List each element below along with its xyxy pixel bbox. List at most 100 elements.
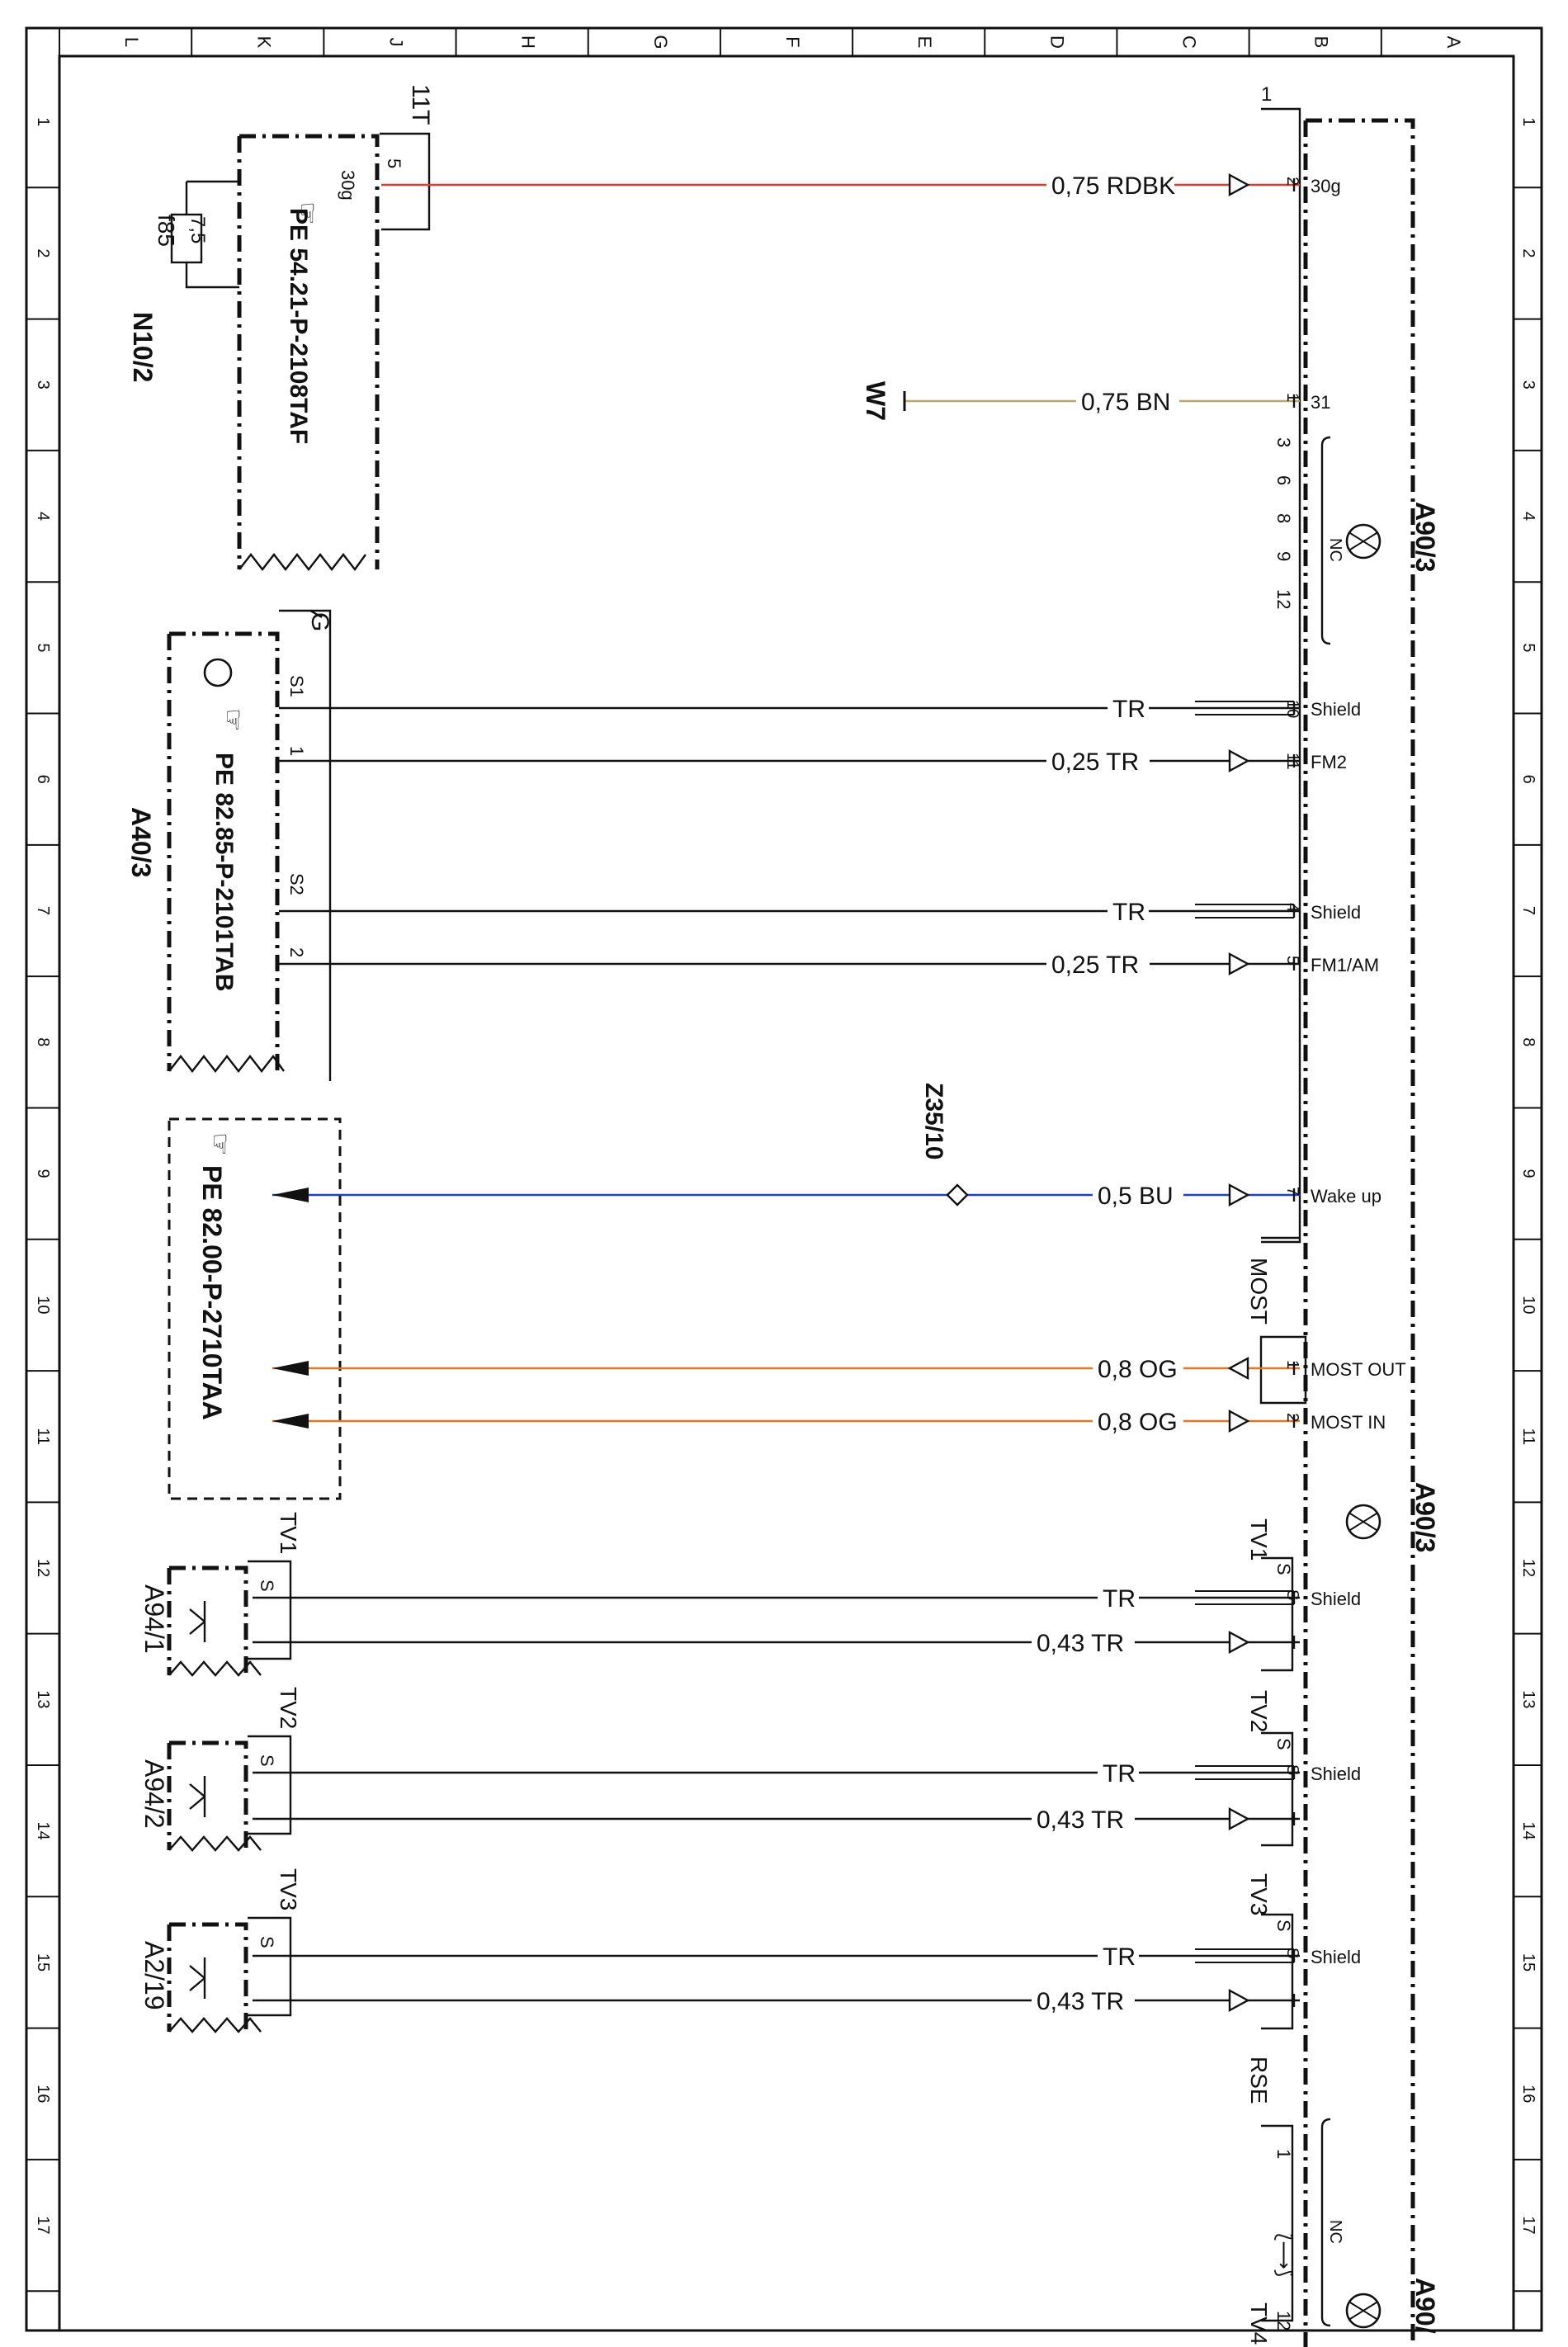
wire-label: TR — [1103, 1760, 1136, 1787]
grid-row-label: 12 — [1519, 1559, 1537, 1577]
n10-2-pin-5: 5 — [384, 158, 404, 168]
tv-conn-label: TV1 — [276, 1512, 301, 1554]
nc-bracket-rse — [1320, 2118, 1331, 2327]
a40-3-id: A40/3 — [126, 807, 156, 877]
grid-row-label: 15 — [1519, 1953, 1537, 1972]
wire-w3: TR 10 Shield — [279, 696, 1361, 723]
wire-label: 0,25 TR — [1051, 748, 1139, 776]
nc-bracket-top — [1320, 436, 1331, 645]
z35-10-id: Z35/10 — [920, 1083, 947, 1159]
antenna-amp-icon — [203, 658, 233, 687]
a90-tv3-label: TV3 — [1246, 1873, 1272, 1915]
nc-pin: 6 — [1273, 475, 1294, 485]
pin-number: 2 — [1283, 1413, 1301, 1422]
tv-id: A94/1 — [139, 1584, 169, 1654]
pin-function: 30g — [1311, 176, 1341, 196]
a90-tv2-label: TV2 — [1246, 1690, 1272, 1732]
a90-3-id-bottom: A90/ — [1410, 2278, 1440, 2334]
pin-number: 11 — [1283, 753, 1301, 770]
grid-row-label: 8 — [34, 1037, 52, 1046]
antenna-icon — [189, 1957, 206, 1999]
nc-label-top: NC — [1326, 538, 1344, 562]
splice-z35-icon — [946, 1183, 969, 1207]
wire-label: 0,43 TR — [1037, 1988, 1124, 2015]
rse-bridge-symbol: ⟅⟶⟆ — [1273, 2233, 1295, 2277]
arrow-right-icon — [1228, 1183, 1250, 1207]
conn-g-label: G — [306, 612, 333, 631]
shield-sheath — [1195, 1590, 1294, 1605]
most-connector — [1259, 1236, 1307, 1405]
wire-label: 0,5 BU — [1098, 1183, 1174, 1210]
pin-function: MOST IN — [1311, 1412, 1386, 1433]
grid-row-label: 10 — [34, 1296, 52, 1314]
grid-col-label: J — [385, 38, 406, 47]
conn-11t-label: 11T — [407, 84, 434, 125]
wire-w15: 0,43 TR — [253, 1988, 1300, 2015]
pin-number: 1 — [1283, 1360, 1301, 1369]
nc-pin: 9 — [1273, 551, 1294, 561]
shield-sheath — [1195, 1765, 1294, 1780]
grid-col-label: D — [1046, 35, 1067, 49]
nc-pin: 12 — [1273, 589, 1294, 609]
a90-3-connector-1 — [1261, 107, 1301, 1244]
a40-3-outline — [167, 631, 280, 1071]
grid-row-label: 5 — [34, 643, 52, 652]
pe-most-ref: PE 82.00-P-2710TAA — [197, 1165, 227, 1420]
grid-row-label: 1 — [34, 117, 52, 126]
a90-module-icon-top — [1345, 523, 1381, 560]
most-label: MOST — [1246, 1258, 1272, 1325]
pin-number: 10 — [1283, 700, 1301, 718]
wire-w13: 0,43 TR — [253, 1806, 1300, 1834]
tv-pin-s: S — [257, 1936, 277, 1948]
manual-icon-2: ☞ — [219, 708, 248, 732]
nc-pin: 3 — [1273, 437, 1294, 447]
a90-tv4-label: TV4 — [1246, 2302, 1272, 2345]
grid-row-label: 4 — [34, 512, 52, 521]
antenna-icon — [189, 1776, 206, 1817]
fuse-leads — [185, 180, 239, 289]
pin-function: Shield — [1311, 1589, 1361, 1609]
wire-label: TR — [1103, 1943, 1136, 1971]
antenna-icon — [189, 1601, 206, 1642]
arrowhead-icon — [272, 1414, 309, 1429]
arrowhead-icon — [272, 1361, 309, 1376]
grid-row-label: 9 — [34, 1169, 52, 1178]
fuse-label: f85 — [153, 215, 179, 247]
a40-3-pin-s2: S2 — [286, 873, 307, 895]
tv-pin-s: S — [257, 1580, 277, 1592]
grid-row-label: 17 — [1519, 2216, 1537, 2234]
grid-row-label: 3 — [34, 380, 52, 390]
grid-col-label: F — [782, 36, 803, 47]
pe-most-box — [168, 1117, 342, 1500]
grid-row-label: 12 — [34, 1559, 52, 1577]
pin-number: 2 — [1283, 177, 1301, 186]
a90-module-icon-mid — [1345, 1504, 1381, 1540]
wire-w4: 0,25 TR 11 FM2 — [279, 748, 1347, 776]
a90-rse-label: RSE — [1246, 2057, 1272, 2104]
wire-label: TR — [1112, 696, 1145, 723]
grid-row-label: 6 — [1519, 775, 1537, 784]
nc-pin: 8 — [1273, 513, 1294, 523]
a90-3-id-top: A90/3 — [1410, 502, 1440, 572]
shield-sheath — [1195, 904, 1294, 918]
pin-function: Shield — [1311, 699, 1361, 720]
arrow-right-icon — [1228, 172, 1250, 197]
arrow-left-icon — [1227, 1356, 1249, 1381]
nc-pin: 12 — [1273, 2311, 1294, 2330]
pin-function: FM2 — [1311, 752, 1347, 772]
pin-function: Shield — [1311, 1947, 1361, 1967]
grid-col-label: E — [914, 36, 935, 49]
pin-number: 5 — [1283, 956, 1301, 965]
n10-2-ref: PE 54.21-P-2108TAF — [285, 208, 312, 444]
a90-tv1-label: TV1 — [1246, 1518, 1272, 1561]
wire-label: 0,43 TR — [1037, 1630, 1124, 1657]
